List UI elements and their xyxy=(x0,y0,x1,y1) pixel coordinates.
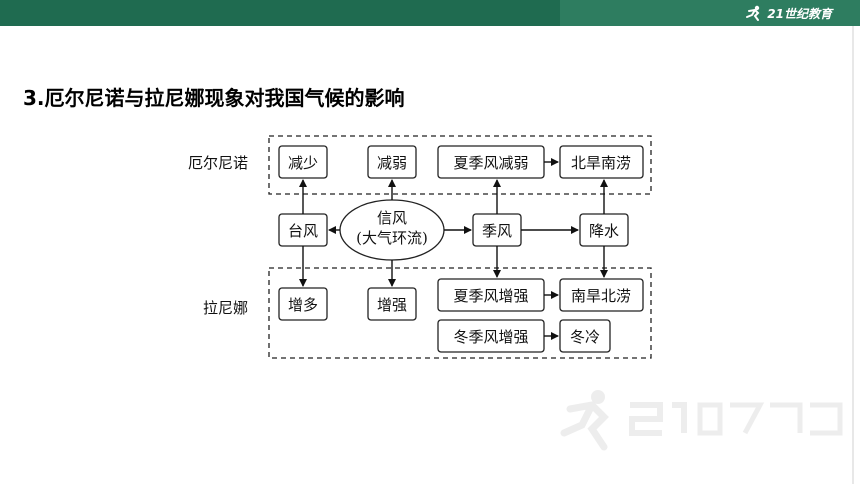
la-typhoon-box xyxy=(278,287,328,321)
la-winter-text: 冬季风增强 xyxy=(453,328,528,346)
el-trade-text: 减弱 xyxy=(377,154,407,172)
el-nino-group-box xyxy=(268,135,652,195)
header-bar-dark xyxy=(0,0,560,26)
la-cold-text: 冬冷 xyxy=(570,328,600,346)
monsoon-text: 季风 xyxy=(482,222,512,240)
trade-wind-text: 信风 xyxy=(377,209,407,227)
el-summer-text: 夏季风减弱 xyxy=(453,154,528,172)
el-flood-text: 北旱南涝 xyxy=(571,154,631,172)
la-summer-text: 夏季风增强 xyxy=(453,287,528,305)
slide-edge xyxy=(852,26,854,484)
la-flood-box xyxy=(559,278,644,312)
el-typhoon-box xyxy=(278,145,328,179)
trade-wind-subtext: (大气环流) xyxy=(356,229,428,247)
precip-text: 降水 xyxy=(589,222,619,240)
el-typhoon-text: 减少 xyxy=(288,154,318,172)
el-nino-label: 厄尔尼诺 xyxy=(188,154,248,172)
la-nina-label: 拉尼娜 xyxy=(203,299,248,317)
la-nina-group-box xyxy=(268,267,652,359)
typhoon-text: 台风 xyxy=(288,222,318,240)
la-cold-box xyxy=(559,319,611,353)
el-trade-box xyxy=(367,145,417,179)
brand-logo: 21世纪教育 xyxy=(745,4,832,22)
la-trade-box xyxy=(367,287,417,321)
la-trade-text: 增强 xyxy=(377,296,407,314)
logo-text: 21世纪教育 xyxy=(767,6,832,21)
running-person-icon xyxy=(560,390,609,451)
el-flood-box xyxy=(559,145,644,179)
la-typhoon-text: 增多 xyxy=(288,296,318,314)
slide-title: 3.厄尔尼诺与拉尼娜现象对我国气候的影响 xyxy=(23,86,405,110)
running-person-icon xyxy=(746,5,760,21)
watermark-logo xyxy=(560,390,843,451)
la-flood-text: 南旱北涝 xyxy=(571,287,631,305)
header-bar: 21世纪教育 xyxy=(0,0,860,26)
